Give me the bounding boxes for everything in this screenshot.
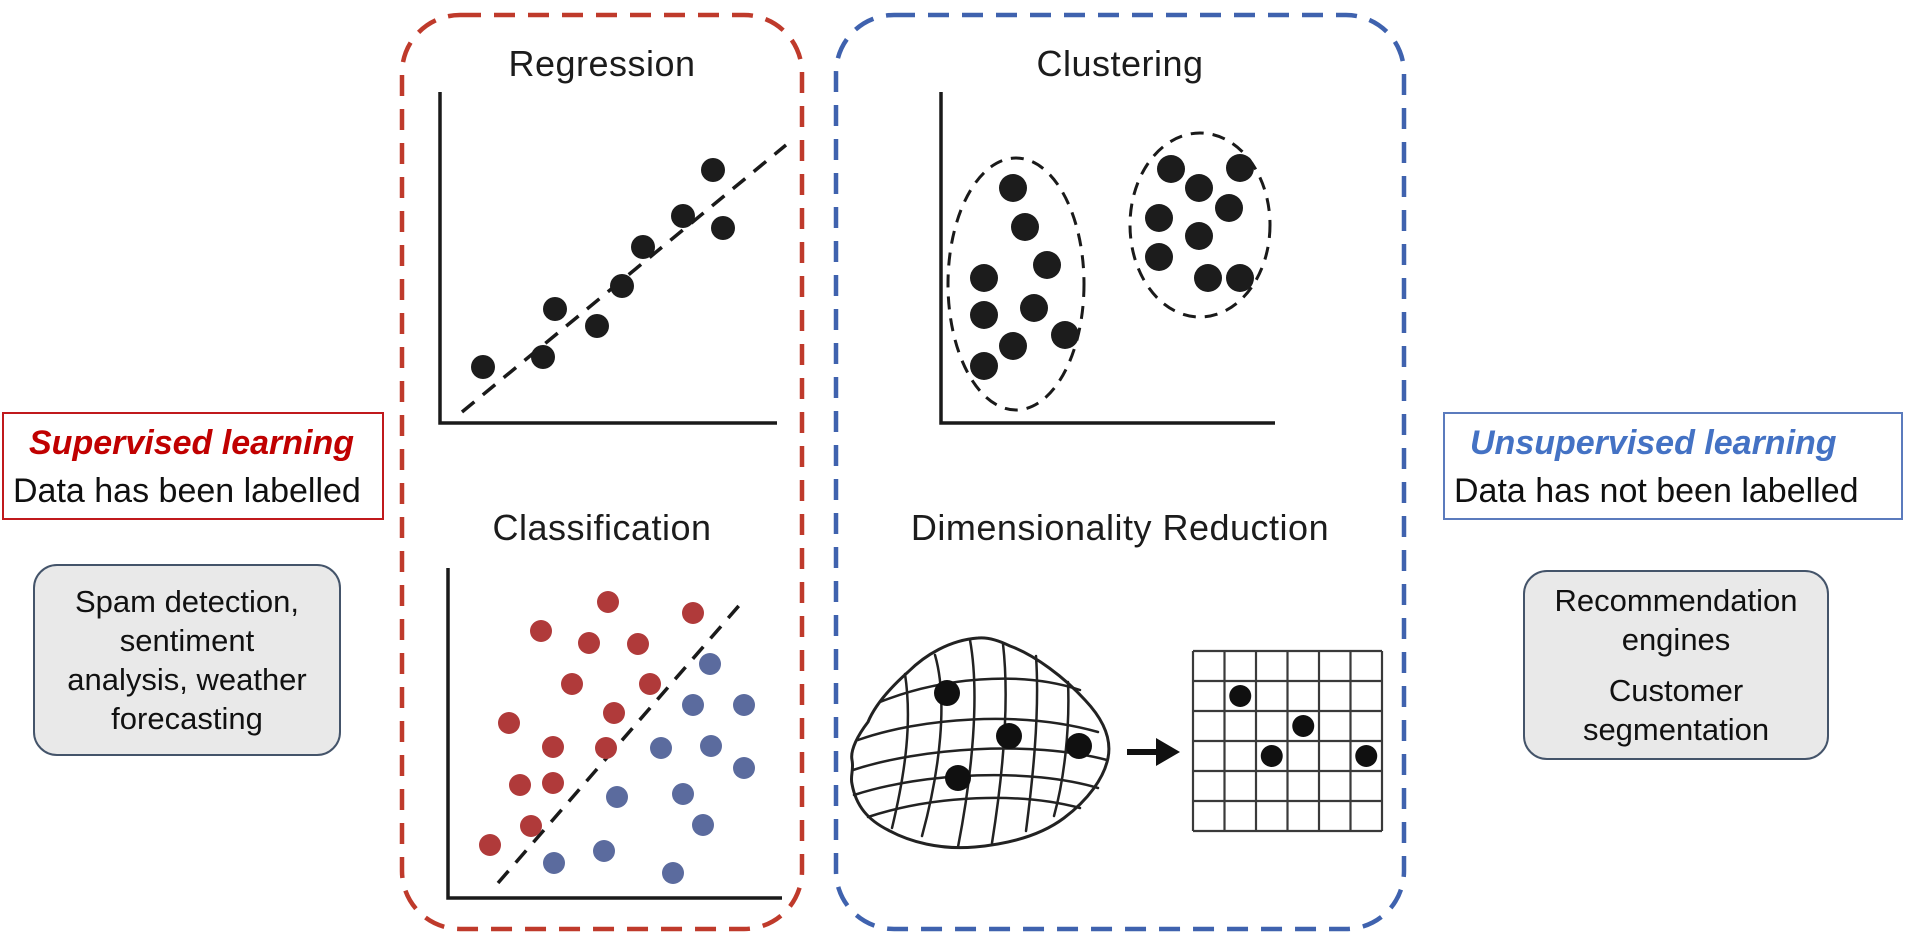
class-red-dot bbox=[498, 712, 520, 734]
dimensionality-reduction-title: Dimensionality Reduction bbox=[910, 507, 1330, 548]
text-line: Customer bbox=[1608, 673, 1744, 708]
cluster-right-dot bbox=[1145, 204, 1173, 232]
cluster-ellipse bbox=[1128, 131, 1272, 319]
supervised-label: Supervised learning bbox=[29, 424, 354, 462]
unsupervised-sublabel: Data has not been labelled bbox=[1454, 472, 1859, 510]
axes bbox=[939, 92, 1275, 425]
class-blue-dot bbox=[593, 840, 615, 862]
unsupervised-label: Unsupervised learning bbox=[1470, 424, 1837, 462]
class-blue-dot bbox=[543, 852, 565, 874]
regression-title: Regression bbox=[508, 43, 696, 84]
text-paragraph: Spam detection, sentiment analysis, weathe… bbox=[67, 582, 307, 738]
classification-plot bbox=[446, 568, 782, 900]
class-red-dot bbox=[597, 591, 619, 613]
class-red-dot bbox=[479, 834, 501, 856]
manifold-mesh bbox=[849, 636, 1111, 850]
cluster-left-dot bbox=[970, 352, 998, 380]
cluster-left-dot bbox=[1011, 213, 1039, 241]
class-red-dot bbox=[639, 673, 661, 695]
grid-dot bbox=[1292, 715, 1315, 737]
manifold-dot bbox=[934, 680, 960, 706]
class-blue-dot bbox=[692, 814, 714, 836]
cluster-left-dot bbox=[999, 174, 1027, 202]
supervised-group-border bbox=[399, 12, 805, 932]
cluster-left-dot bbox=[970, 301, 998, 329]
class-red-dot bbox=[603, 702, 625, 724]
axes bbox=[446, 568, 782, 900]
class-blue-dot bbox=[699, 653, 721, 675]
cluster-left-dot bbox=[1020, 294, 1048, 322]
cluster-right-dot bbox=[1185, 174, 1213, 202]
cluster-left-dot bbox=[999, 332, 1027, 360]
manifold-dot bbox=[945, 765, 971, 791]
cluster-left-dot bbox=[1033, 251, 1061, 279]
dashed-line bbox=[496, 599, 745, 885]
text-paragraph: Customer segmentation bbox=[1583, 671, 1769, 749]
sample-dot bbox=[531, 345, 555, 369]
grid-dot bbox=[1260, 745, 1283, 767]
manifold-dot bbox=[996, 723, 1022, 749]
class-red-dot bbox=[627, 633, 649, 655]
text-line: analysis, weather bbox=[67, 662, 307, 697]
sample-dot bbox=[701, 158, 725, 182]
dimensionality-reduction-figure bbox=[849, 636, 1384, 850]
supervised-note-box: Supervised learning Data has been labell… bbox=[2, 412, 384, 520]
class-red-dot bbox=[682, 602, 704, 624]
sample-dot bbox=[631, 235, 655, 259]
class-blue-dot bbox=[650, 737, 672, 759]
grid-dot bbox=[1355, 745, 1378, 767]
class-red-dot bbox=[561, 673, 583, 695]
class-red-dot bbox=[595, 737, 617, 759]
text-paragraph: Recommendation engines bbox=[1555, 581, 1798, 659]
text-line: Recommendation bbox=[1554, 583, 1798, 618]
sample-dot bbox=[543, 297, 567, 321]
grid-dot bbox=[1229, 685, 1252, 707]
cluster-left-dot bbox=[1051, 321, 1079, 349]
regression-plot bbox=[438, 92, 788, 425]
class-blue-dot bbox=[700, 735, 722, 757]
axes bbox=[438, 92, 777, 425]
text-line: engines bbox=[1621, 622, 1731, 657]
cluster-ellipse bbox=[946, 156, 1086, 412]
sample-dot bbox=[610, 274, 634, 298]
cluster-right-dot bbox=[1226, 154, 1254, 182]
class-red-dot bbox=[530, 620, 552, 642]
class-red-dot bbox=[542, 736, 564, 758]
classification-title: Classification bbox=[492, 507, 712, 548]
cluster-right-dot bbox=[1194, 264, 1222, 292]
class-blue-dot bbox=[606, 786, 628, 808]
cluster-right-dot bbox=[1215, 194, 1243, 222]
class-blue-dot bbox=[733, 757, 755, 779]
clustering-plot bbox=[939, 92, 1275, 425]
class-blue-dot bbox=[682, 694, 704, 716]
class-red-dot bbox=[578, 632, 600, 654]
text-line: forecasting bbox=[111, 701, 263, 736]
text-line: segmentation bbox=[1582, 712, 1770, 747]
manifold-dot bbox=[1066, 733, 1092, 759]
clustering-title: Clustering bbox=[1036, 43, 1204, 84]
cluster-right-dot bbox=[1145, 243, 1173, 271]
sample-dot bbox=[585, 314, 609, 338]
class-blue-dot bbox=[662, 862, 684, 884]
class-blue-dot bbox=[733, 694, 755, 716]
class-blue-dot bbox=[672, 783, 694, 805]
cluster-left-dot bbox=[970, 264, 998, 292]
cluster-right-dot bbox=[1185, 222, 1213, 250]
text-line: sentiment bbox=[119, 623, 255, 658]
supervised-examples-box: Spam detection, sentiment analysis, weathe… bbox=[33, 564, 341, 756]
class-red-dot bbox=[520, 815, 542, 837]
class-red-dot bbox=[542, 772, 564, 794]
unsupervised-note-box: Unsupervised learning Data has not been … bbox=[1443, 412, 1903, 520]
sample-dot bbox=[711, 216, 735, 240]
dashed-line bbox=[460, 143, 788, 414]
arrow-icon bbox=[1127, 738, 1180, 766]
class-red-dot bbox=[509, 774, 531, 796]
text-line: Spam detection, bbox=[74, 584, 299, 619]
cluster-right-dot bbox=[1226, 264, 1254, 292]
sample-dot bbox=[671, 204, 695, 228]
supervised-sublabel: Data has been labelled bbox=[13, 472, 361, 510]
cluster-right-dot bbox=[1157, 155, 1185, 183]
sample-dot bbox=[471, 355, 495, 379]
